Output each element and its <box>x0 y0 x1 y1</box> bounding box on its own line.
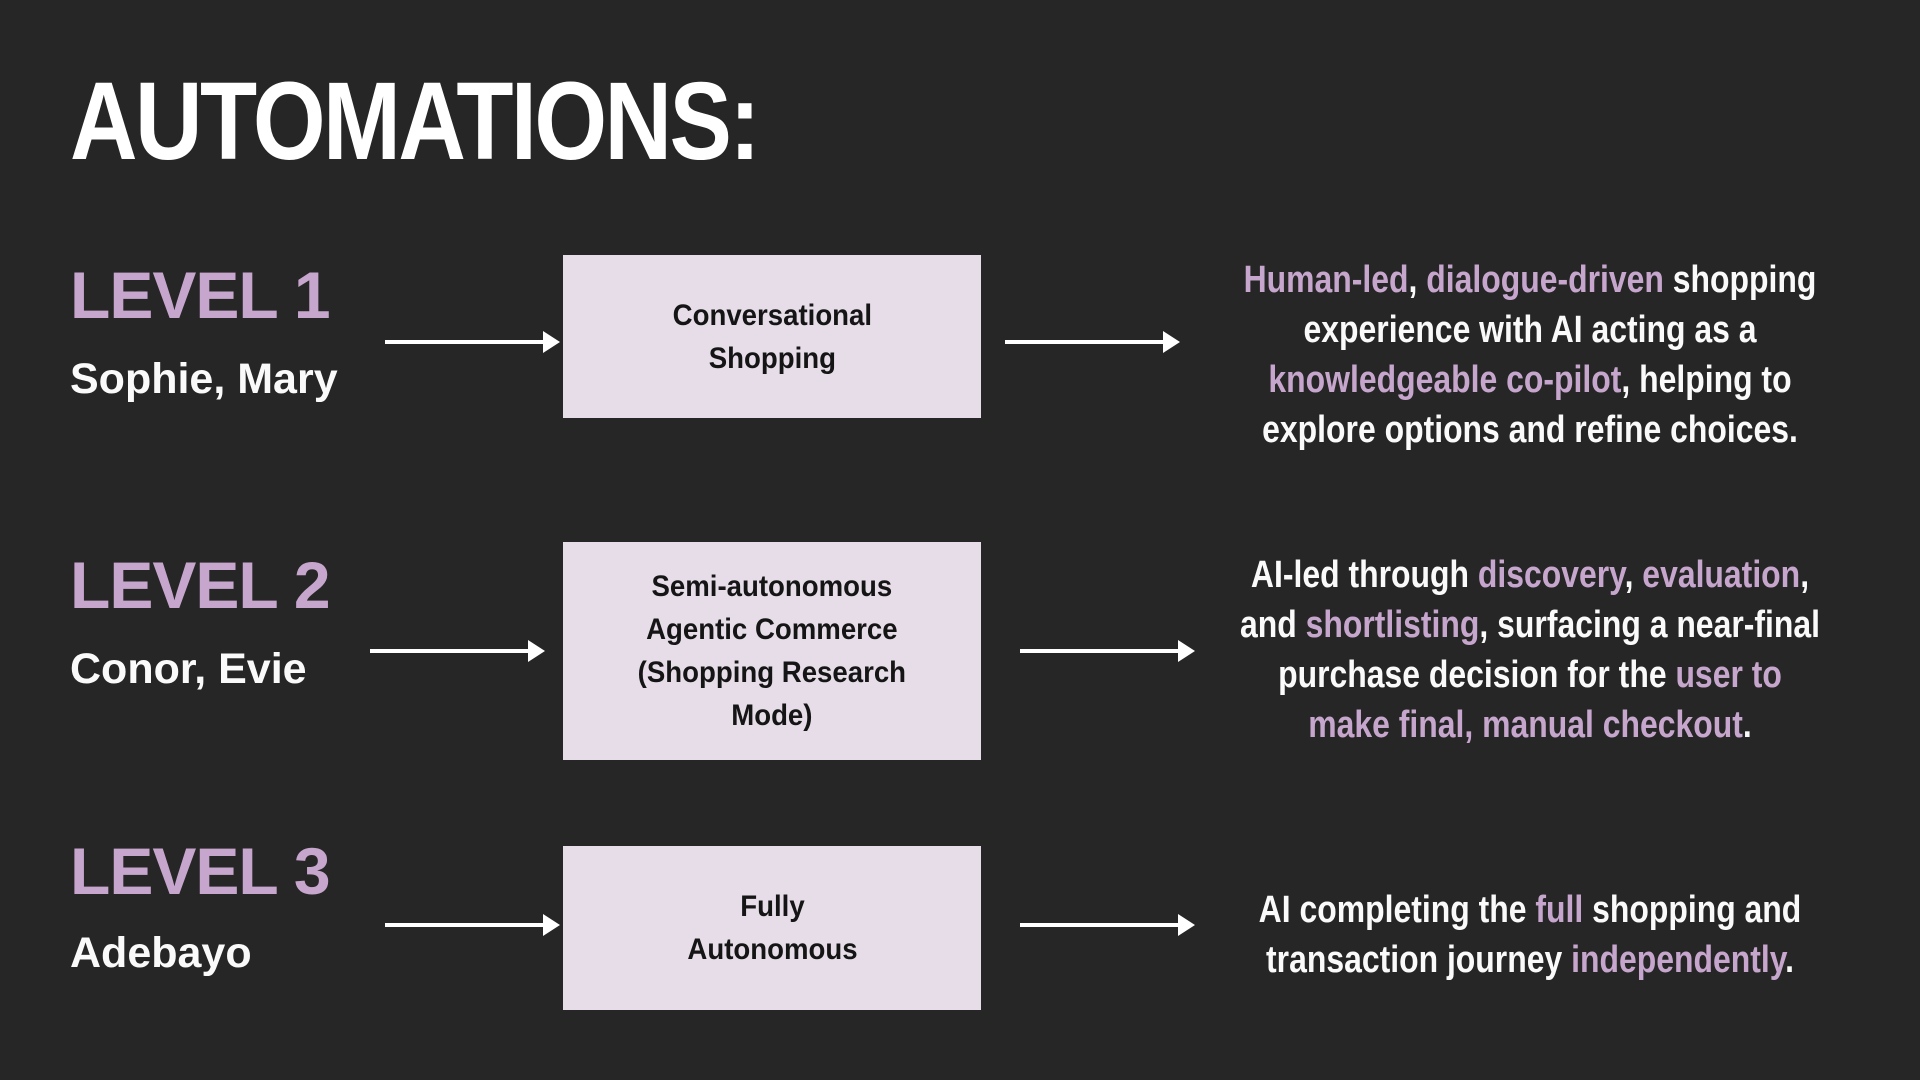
arrow-right-icon <box>370 640 545 662</box>
level-2-label: LEVEL 2 <box>70 548 331 622</box>
arrow-right-icon <box>1020 914 1195 936</box>
level-2-names: Conor, Evie <box>70 645 307 693</box>
arrow-right-icon <box>385 331 560 353</box>
level-1-names: Sophie, Mary <box>70 355 338 403</box>
arrow-right-icon <box>385 914 560 936</box>
level-3-names: Adebayo <box>70 929 252 977</box>
level-2-description: AI-led through discovery, evaluation,and… <box>1240 554 1820 746</box>
level-3-label: LEVEL 3 <box>70 834 331 908</box>
arrow-right-icon <box>1020 640 1195 662</box>
page-title: AUTOMATIONS: <box>70 60 760 183</box>
arrow-right-icon <box>1005 331 1180 353</box>
level-1-label: LEVEL 1 <box>70 258 331 332</box>
